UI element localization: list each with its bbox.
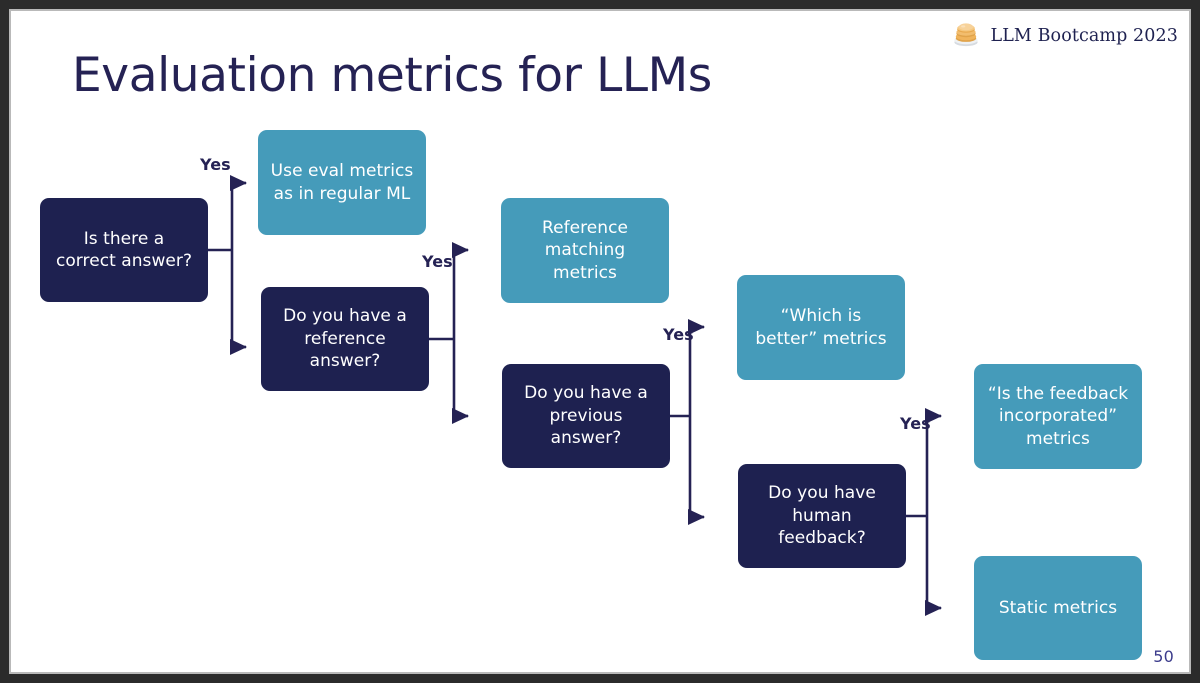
edge-label-yes-3: Yes bbox=[663, 325, 694, 344]
node-static-metrics[interactable]: Static metrics bbox=[974, 556, 1142, 660]
edge-label-yes-1: Yes bbox=[200, 155, 231, 174]
brand: LLM Bootcamp 2023 bbox=[951, 21, 1178, 51]
brand-label: LLM Bootcamp 2023 bbox=[990, 26, 1178, 46]
slide-canvas: LLM Bootcamp 2023 Evaluation metrics for… bbox=[11, 11, 1189, 672]
pancake-stack-icon bbox=[951, 21, 981, 51]
edge-label-yes-2: Yes bbox=[422, 252, 453, 271]
page-title: Evaluation metrics for LLMs bbox=[72, 48, 712, 103]
page-number: 50 bbox=[1153, 647, 1174, 666]
edge-label-yes-4: Yes bbox=[900, 414, 931, 433]
